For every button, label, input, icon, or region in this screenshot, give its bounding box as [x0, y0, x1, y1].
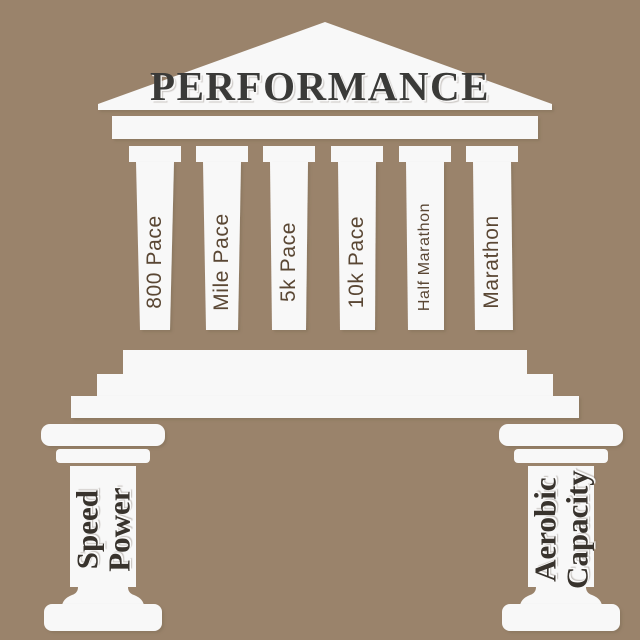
column-group-10k-pace [331, 146, 383, 330]
pillar-shaft [528, 466, 594, 587]
column-group-half-marathon [399, 146, 451, 330]
column-shaft [203, 162, 241, 330]
pillar-label-line-1: Aerobic [527, 477, 563, 582]
pillar-shaft [70, 466, 136, 587]
base-step-bottom [71, 396, 579, 418]
column-label-mile-pace: Mile Pace [210, 213, 233, 311]
pillar-label-speed-power: Speed Power [69, 460, 136, 600]
column-label-half-marathon: Half Marathon [416, 202, 433, 312]
base-step-top [123, 350, 527, 374]
pillar-label-line-2: Power [101, 487, 136, 572]
pillar-plinth [502, 604, 620, 631]
base-step-middle [97, 374, 553, 396]
column-shaft [270, 162, 308, 330]
column-shaft [406, 162, 444, 330]
entablature-band [112, 116, 538, 139]
column-capital [129, 146, 181, 162]
column-shaft [338, 162, 376, 330]
pillar-left-speed-power [41, 424, 165, 631]
pillar-base-flare [62, 587, 144, 607]
pillar-base-flare [520, 587, 602, 607]
column-capital [399, 146, 451, 162]
pillar-capital-lower [514, 449, 608, 463]
column-group-marathon [466, 146, 518, 330]
column-shaft [136, 162, 174, 330]
column-label-5k-pace: 5k Pace [277, 221, 300, 303]
column-group-mile-pace [196, 146, 248, 330]
column-shaft [473, 162, 513, 330]
pillar-label-line-2: Capacity [559, 470, 594, 590]
column-capital [263, 146, 315, 162]
column-label-10k-pace: 10k Pace [345, 215, 368, 309]
column-group-5k-pace [263, 146, 315, 330]
column-capital [331, 146, 383, 162]
column-capital [196, 146, 248, 162]
pillar-capital-upper [499, 424, 623, 446]
pillar-capital-lower [56, 449, 150, 463]
pediment-roof [98, 22, 552, 110]
pillar-label-aerobic-capacity: Aerobic Capacity [527, 460, 594, 600]
column-label-marathon: Marathon [480, 215, 503, 309]
pillar-plinth [44, 604, 162, 631]
column-label-800-pace: 800 Pace [143, 215, 166, 309]
column-group-800-pace [129, 146, 181, 330]
column-capital [466, 146, 518, 162]
pillar-label-line-1: Speed [69, 489, 105, 570]
pillar-right-aerobic-capacity [499, 424, 623, 631]
pillar-capital-upper [41, 424, 165, 446]
